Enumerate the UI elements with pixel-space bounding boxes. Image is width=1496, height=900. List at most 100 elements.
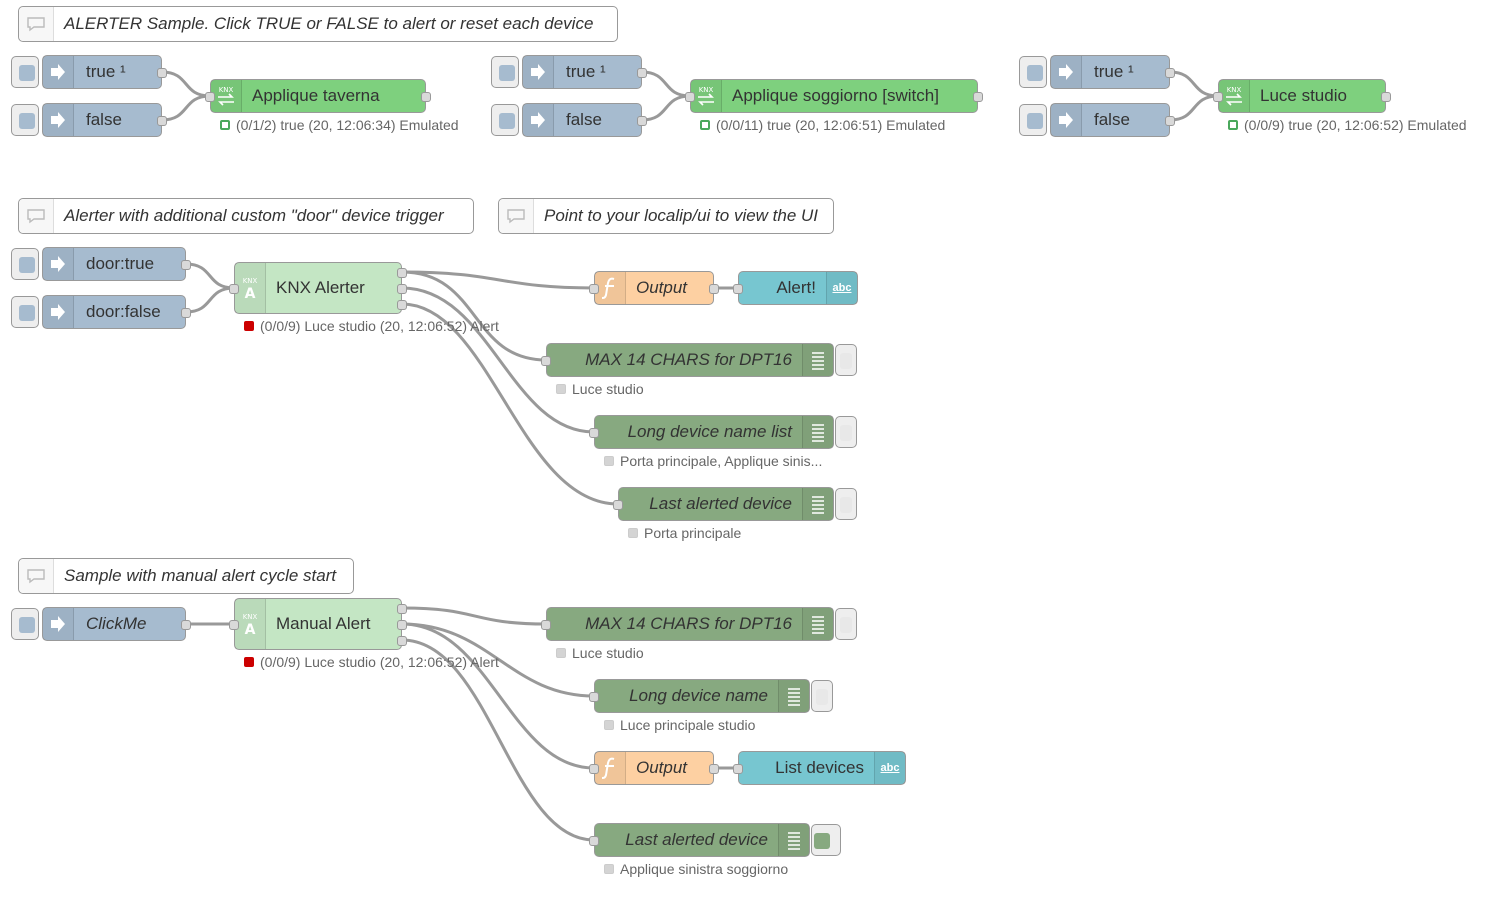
inject-node-false[interactable]: false: [11, 103, 167, 137]
debug-node-max14[interactable]: MAX 14 CHARS for DPT16: [541, 607, 857, 641]
input-port[interactable]: [589, 764, 599, 774]
inject-node-clickme[interactable]: ClickMe: [11, 607, 191, 641]
output-port[interactable]: [973, 92, 983, 102]
input-port[interactable]: [589, 284, 599, 294]
input-port[interactable]: [541, 620, 551, 630]
wire: [401, 270, 547, 362]
wire: [161, 94, 211, 122]
ui-text-node-alert[interactable]: Alert! abc: [733, 271, 858, 305]
debug-toggle-button[interactable]: [835, 344, 857, 376]
output-port-3[interactable]: [397, 636, 407, 646]
inject-trigger-button[interactable]: [491, 56, 519, 88]
output-port-1[interactable]: [397, 268, 407, 278]
output-port[interactable]: [181, 620, 191, 630]
output-port[interactable]: [157, 68, 167, 78]
input-port[interactable]: [613, 500, 623, 510]
debug-node-last-alerted[interactable]: Last alerted device: [613, 487, 857, 521]
inject-trigger-button[interactable]: [11, 296, 39, 328]
debug-toggle-button[interactable]: [811, 824, 841, 856]
wire: [401, 606, 547, 626]
input-port[interactable]: [733, 764, 743, 774]
output-port[interactable]: [709, 284, 719, 294]
node-label: Output: [636, 758, 688, 777]
debug-toggle-button[interactable]: [835, 488, 857, 520]
debug-node-max14[interactable]: MAX 14 CHARS for DPT16: [541, 343, 857, 377]
inject-trigger-button[interactable]: [11, 104, 39, 136]
inject-trigger-button[interactable]: [11, 56, 39, 88]
output-port[interactable]: [1381, 92, 1391, 102]
debug-node-long-name[interactable]: Long device name: [589, 679, 833, 713]
status-dot-icon: [604, 720, 614, 730]
function-icon: [595, 752, 626, 784]
input-port[interactable]: [229, 284, 239, 294]
debug-list-icon: [778, 824, 809, 856]
wire: [401, 622, 595, 770]
output-port[interactable]: [157, 116, 167, 126]
knx-device-node[interactable]: KNX Applique soggiorno [switch]: [685, 79, 983, 113]
inject-node-true[interactable]: true ¹: [491, 55, 647, 89]
inject-trigger-button[interactable]: [1019, 56, 1047, 88]
wire: [401, 302, 619, 506]
debug-toggle-button[interactable]: [835, 608, 857, 640]
inject-node-false[interactable]: false: [491, 103, 647, 137]
output-port[interactable]: [181, 260, 191, 270]
debug-node-long-list[interactable]: Long device name list: [589, 415, 857, 449]
node-label: Luce studio: [1260, 86, 1347, 105]
node-status: (0/0/9) Luce studio (20, 12:06:52) Alert: [244, 318, 499, 334]
input-port[interactable]: [589, 428, 599, 438]
inject-trigger-button[interactable]: [491, 104, 519, 136]
inject-node-door-false[interactable]: door:false: [11, 295, 191, 329]
node-label: door:true: [86, 254, 155, 273]
input-port[interactable]: [589, 692, 599, 702]
function-node-output[interactable]: Output: [589, 271, 719, 305]
debug-node-last-alerted[interactable]: Last alerted device: [589, 823, 841, 857]
inject-node-door-true[interactable]: door:true: [11, 247, 191, 281]
output-port[interactable]: [1165, 116, 1175, 126]
comment-door-trigger[interactable]: Alerter with additional custom "door" de…: [18, 198, 474, 234]
comment-manual-alert[interactable]: Sample with manual alert cycle start: [18, 558, 354, 594]
node-label: Last alerted device: [625, 830, 768, 849]
debug-toggle-button[interactable]: [835, 416, 857, 448]
output-port[interactable]: [181, 308, 191, 318]
inject-trigger-button[interactable]: [11, 608, 39, 640]
debug-list-icon: [802, 416, 833, 448]
output-port-1[interactable]: [397, 604, 407, 614]
knx-arrows-icon: KNX: [1219, 80, 1250, 112]
status-dot-icon: [556, 648, 566, 658]
output-port[interactable]: [637, 116, 647, 126]
inject-trigger-button[interactable]: [11, 248, 39, 280]
output-port[interactable]: [637, 68, 647, 78]
output-port[interactable]: [709, 764, 719, 774]
inject-node-false[interactable]: false: [1019, 103, 1175, 137]
input-port[interactable]: [733, 284, 743, 294]
knx-device-node[interactable]: KNX Luce studio: [1213, 79, 1391, 113]
output-port-2[interactable]: [397, 620, 407, 630]
inject-node-true[interactable]: true ¹: [11, 55, 167, 89]
input-port[interactable]: [685, 92, 695, 102]
comment-ui-hint[interactable]: Point to your localip/ui to view the UI: [498, 198, 834, 234]
node-label: Output: [636, 278, 688, 297]
debug-list-icon: [802, 488, 833, 520]
input-port[interactable]: [1213, 92, 1223, 102]
inject-trigger-button[interactable]: [1019, 104, 1047, 136]
input-port[interactable]: [205, 92, 215, 102]
input-port[interactable]: [541, 356, 551, 366]
input-port[interactable]: [589, 836, 599, 846]
inject-node-true[interactable]: true ¹: [1019, 55, 1175, 89]
knx-device-node[interactable]: KNX Applique taverna: [205, 79, 431, 113]
output-port-3[interactable]: [397, 300, 407, 310]
ui-text-node-list-devices[interactable]: List devices abc: [733, 751, 906, 785]
function-node-output[interactable]: Output: [589, 751, 719, 785]
output-port-2[interactable]: [397, 284, 407, 294]
output-port[interactable]: [1165, 68, 1175, 78]
arrow-in-icon: [43, 296, 74, 328]
debug-toggle-button[interactable]: [811, 680, 833, 712]
comment-alerter-sample[interactable]: ALERTER Sample. Click TRUE or FALSE to a…: [18, 6, 618, 42]
input-port[interactable]: [229, 620, 239, 630]
output-port[interactable]: [421, 92, 431, 102]
function-icon: [595, 272, 626, 304]
status-dot-icon: [604, 456, 614, 466]
